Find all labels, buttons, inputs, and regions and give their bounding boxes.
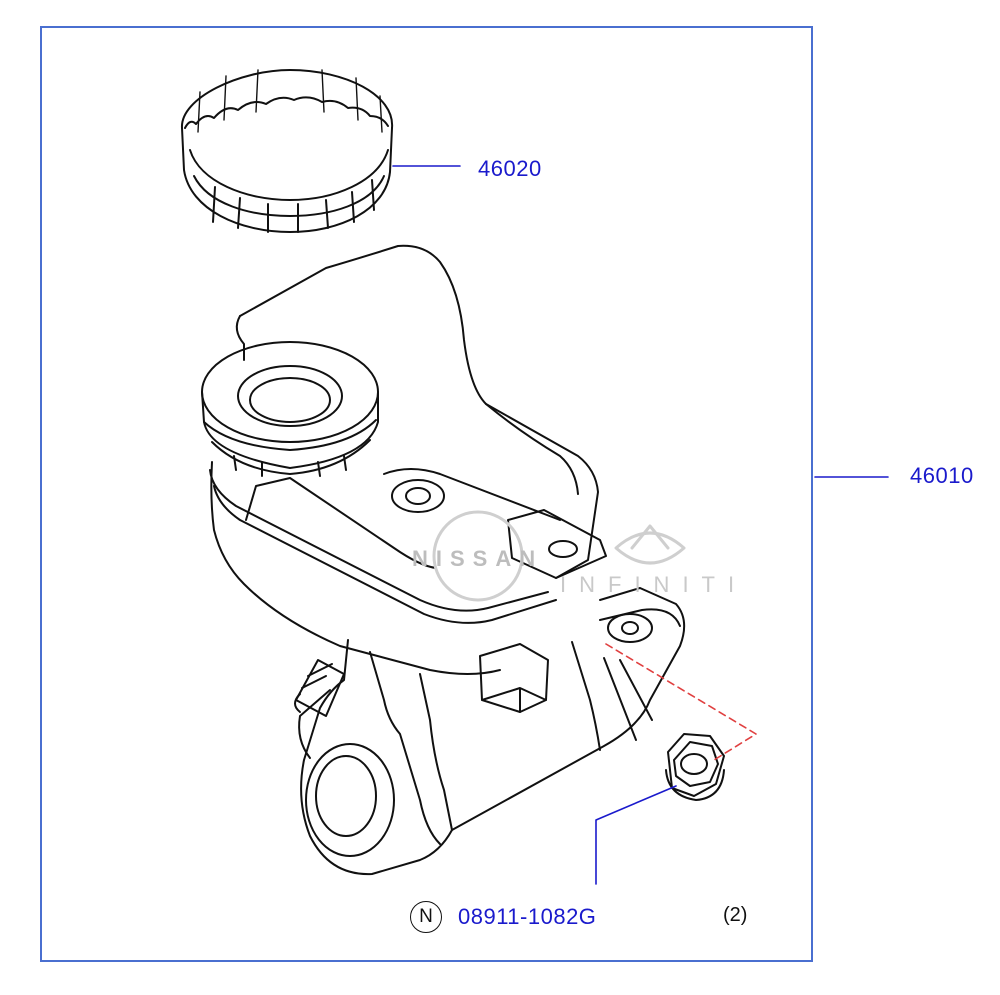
nut-quantity: (2) (723, 904, 748, 926)
flange-nut-drawing (665, 733, 725, 801)
cylinder-body-drawing (294, 587, 686, 876)
nissan-part-badge: N (410, 901, 442, 933)
diagram-frame (40, 26, 813, 962)
infiniti-watermark: INFINITI (560, 572, 748, 597)
reservoir-body-drawing (209, 244, 607, 675)
callout-master-cylinder-assembly[interactable]: 46010 (910, 463, 974, 488)
filler-neck-drawing (201, 341, 379, 477)
nissan-watermark: NISSAN (412, 546, 544, 571)
reservoir-cap-drawing (180, 69, 394, 233)
leader-lines (392, 165, 889, 885)
callout-reservoir-cap[interactable]: 46020 (478, 156, 542, 181)
watermark-emblems (432, 510, 686, 602)
callout-flange-nut[interactable]: 08911-1082G (458, 904, 597, 929)
assembly-guide-dashed (605, 643, 757, 761)
